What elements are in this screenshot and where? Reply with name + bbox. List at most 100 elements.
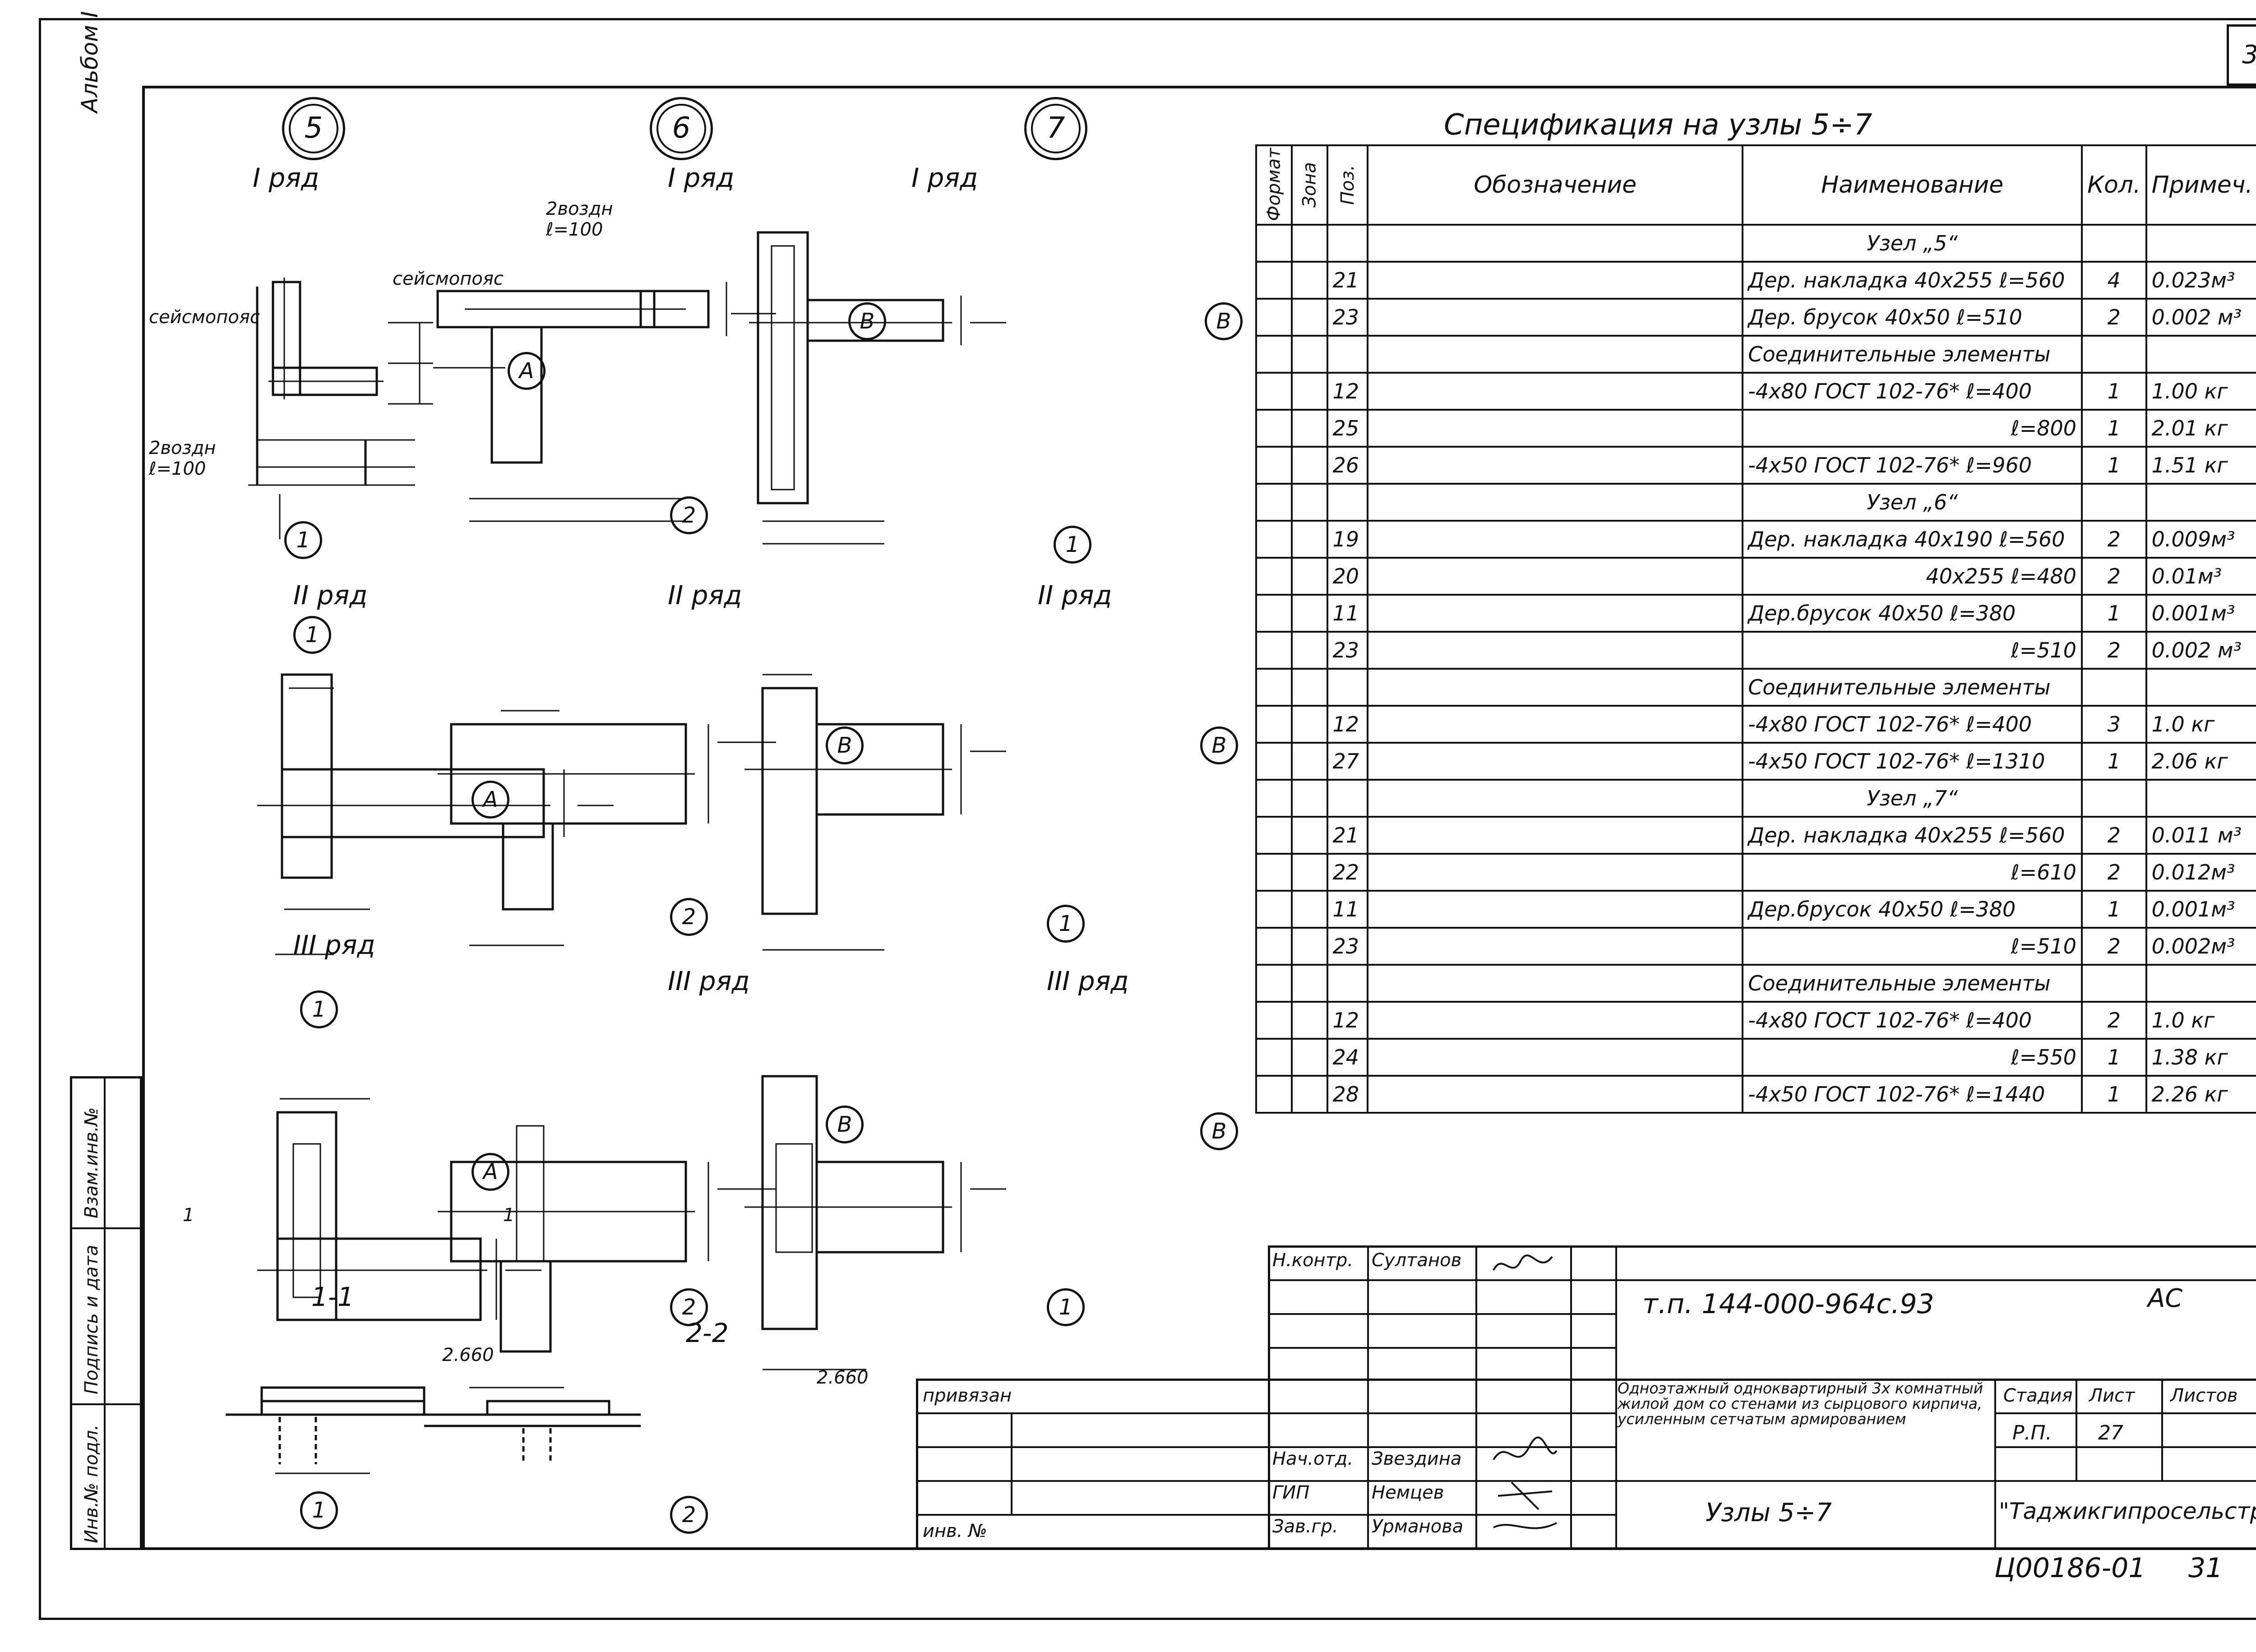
- spec-cell-name: -4х50 ГОСТ 102-76* ℓ=1310: [1742, 742, 2083, 781]
- node-drawings: [226, 231, 1006, 1474]
- axis-1-node5-r1: 1: [284, 521, 322, 559]
- axis-2-node6-r1: 2: [670, 496, 708, 534]
- node6-row2: [438, 710, 776, 946]
- node5-marker: 5: [282, 97, 345, 160]
- spec-cell-designation: [1367, 298, 1744, 337]
- spec-cell-note: 0.002 м³: [2145, 631, 2256, 670]
- spec-cell-qty: [2081, 483, 2147, 522]
- node5-row3: [257, 1098, 541, 1321]
- node7-row1-label: I ряд: [911, 162, 978, 193]
- spec-row: Соединительные элементы: [1255, 668, 2256, 707]
- drawing-title: Узлы 5÷7: [1706, 1498, 1832, 1527]
- spec-cell-designation: [1367, 853, 1744, 892]
- spec-cell-format: [1255, 1038, 1293, 1077]
- role-zavgr: Зав.гр.: [1272, 1516, 1338, 1537]
- node6-row1: [436, 282, 776, 522]
- spec-cell-qty: [2081, 668, 2147, 707]
- spec-cell-zone: [1290, 1038, 1328, 1077]
- signatures: [1493, 1254, 1558, 1529]
- spec-cell-note: 0.012м³: [2145, 853, 2256, 892]
- spec-cell-format: [1255, 742, 1293, 781]
- col-pos: Поз.: [1327, 145, 1368, 225]
- spec-cell-note: [2145, 668, 2256, 707]
- axis-A-node5-r1: А: [508, 352, 546, 390]
- spec-cell-zone: [1290, 261, 1328, 300]
- spec-cell-zone: [1290, 594, 1328, 633]
- spec-cell-name: Узел „6“: [1742, 483, 2083, 522]
- spec-cell-qty: 2: [2081, 927, 2147, 966]
- spec-cell-note: 0.009м³: [2145, 520, 2256, 559]
- axis-B-node7-r1: В: [1205, 302, 1243, 340]
- spec-cell-format: [1255, 631, 1293, 670]
- spec-cell-qty: 2: [2081, 298, 2147, 337]
- node7-marker: 7: [1024, 97, 1087, 160]
- spec-cell-format: [1255, 520, 1293, 559]
- privyazan-label: привязан: [923, 1385, 1012, 1406]
- spec-cell-qty: 2: [2081, 557, 2147, 596]
- spec-cell-designation: [1367, 483, 1744, 522]
- spec-cell-qty: 3: [2081, 705, 2147, 744]
- node5-row2: [257, 673, 614, 955]
- spec-cell-designation: [1367, 779, 1744, 818]
- spec-cell-note: [2145, 779, 2256, 818]
- spec-cell-pos: 27: [1326, 742, 1369, 781]
- spec-cell-name: -4х80 ГОСТ 102-76* ℓ=400: [1742, 372, 2083, 411]
- spec-cell-zone: [1290, 927, 1328, 966]
- spec-cell-designation: [1367, 631, 1744, 670]
- node5-row2-label: II ряд: [293, 580, 368, 611]
- node7-row2: [744, 674, 1006, 951]
- spec-cell-format: [1255, 816, 1293, 855]
- axis-B-node7-r3: В: [1200, 1112, 1238, 1150]
- spec-cell-zone: [1290, 335, 1328, 374]
- spec-cell-designation: [1367, 594, 1744, 633]
- spec-cell-pos: 26: [1326, 446, 1369, 485]
- spec-cell-name: Дер. брусок 40х50 ℓ=510: [1742, 298, 2083, 337]
- axis-B-node7-r2: В: [1200, 727, 1238, 764]
- sheet-number: 30: [2227, 24, 2256, 86]
- spec-cell-zone: [1290, 816, 1328, 855]
- spec-cell-pos: 21: [1326, 816, 1369, 855]
- spec-cell-designation: [1367, 520, 1744, 559]
- project-name: Одноэтажный одноквартирный 3х комнатный …: [1618, 1379, 1983, 1428]
- spec-cell-designation: [1367, 705, 1744, 744]
- col-format: Формат: [1256, 145, 1292, 225]
- spec-cell-pos: 12: [1326, 372, 1369, 411]
- spec-cell-qty: 2: [2081, 853, 2147, 892]
- footer-code: Ц00186-01: [1994, 1552, 2146, 1584]
- spec-cell-name: Узел „7“: [1742, 779, 2083, 818]
- spec-cell-zone: [1290, 705, 1328, 744]
- spec-cell-format: [1255, 1075, 1293, 1114]
- spec-cell-name: 40х255 ℓ=480: [1742, 557, 2083, 596]
- node7-row1: [749, 231, 1006, 545]
- node6-marker: 6: [650, 97, 713, 160]
- spec-cell-qty: 2: [2081, 816, 2147, 855]
- axis-1-node7-r2: 1: [1047, 905, 1085, 943]
- spec-cell-format: [1255, 224, 1293, 263]
- spec-cell-note: 2.06 кг: [2145, 742, 2256, 781]
- node7-row2-label: II ряд: [1038, 580, 1112, 611]
- spec-cell-designation: [1367, 890, 1744, 929]
- spec-cell-name: -4х80 ГОСТ 102-76* ℓ=400: [1742, 705, 2083, 744]
- spec-cell-name: Дер. накладка 40х190 ℓ=560: [1742, 520, 2083, 559]
- spec-cell-designation: [1367, 335, 1744, 374]
- spec-cell-name: Соединительные элементы: [1742, 668, 2083, 707]
- spec-cell-zone: [1290, 483, 1328, 522]
- spec-cell-zone: [1290, 853, 1328, 892]
- spec-cell-format: [1255, 261, 1293, 300]
- spec-cell-designation: [1367, 668, 1744, 707]
- seismic-label-left: сейсмопояс: [149, 307, 260, 328]
- spec-cell-pos: [1326, 335, 1369, 374]
- spec-row: Узел „5“: [1255, 224, 2256, 263]
- axis-1-node7-r1: 1: [1054, 526, 1091, 564]
- axis-B-node6-r3: В: [826, 1106, 864, 1143]
- spec-header-row: Формат Зона Поз. Обозначение Наименовани…: [1256, 144, 2256, 226]
